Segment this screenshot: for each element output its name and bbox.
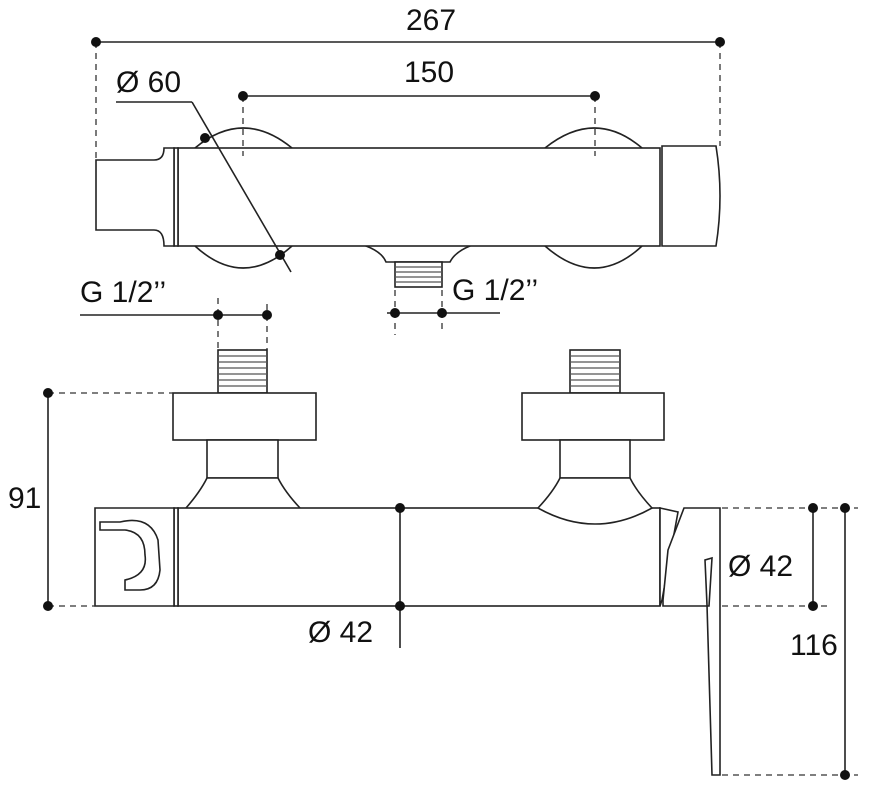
thermostat-knob-top	[661, 145, 721, 247]
dimension-label-150: 150	[404, 56, 454, 89]
right-inlet-transition	[536, 477, 654, 525]
dimension-label-267: 267	[406, 4, 456, 37]
shower-holder-front	[94, 507, 175, 607]
dimension-diameter-42-side: Ø 42	[722, 503, 858, 611]
dimension-diameter-42-front: Ø 42	[308, 503, 405, 649]
dimension-label-d42-front: Ø 42	[308, 616, 373, 649]
mixer-body-top	[177, 147, 661, 247]
dimension-label-g12-right: G 1/2’’	[452, 274, 538, 307]
dimension-116: 116	[722, 503, 858, 780]
dimension-150: 150	[238, 56, 600, 156]
front-view	[94, 349, 721, 776]
dimension-label-g12-left: G 1/2’’	[80, 276, 166, 309]
dimension-label-d42-side: Ø 42	[728, 550, 793, 583]
mixer-body-front	[177, 507, 661, 607]
shower-holder-top	[95, 147, 175, 247]
dimension-label-116: 116	[790, 629, 838, 662]
dimension-91: 91	[8, 388, 173, 611]
outlet-thread-lines	[395, 266, 442, 283]
dimension-label-91: 91	[8, 482, 41, 515]
left-inlet	[172, 349, 317, 525]
outlet-thread	[394, 261, 443, 288]
right-cap-circle	[544, 127, 643, 269]
thermostat-lever	[662, 507, 721, 776]
dimension-label-d60: Ø 60	[116, 66, 181, 99]
dimension-267: 267	[91, 4, 725, 160]
dimension-g12-inlet: G 1/2’’	[80, 276, 272, 350]
right-inlet	[521, 349, 665, 479]
top-view	[95, 127, 721, 288]
dimension-diameter-60: Ø 60	[116, 66, 292, 273]
dimension-g12-outlet: G 1/2’’	[387, 274, 538, 335]
